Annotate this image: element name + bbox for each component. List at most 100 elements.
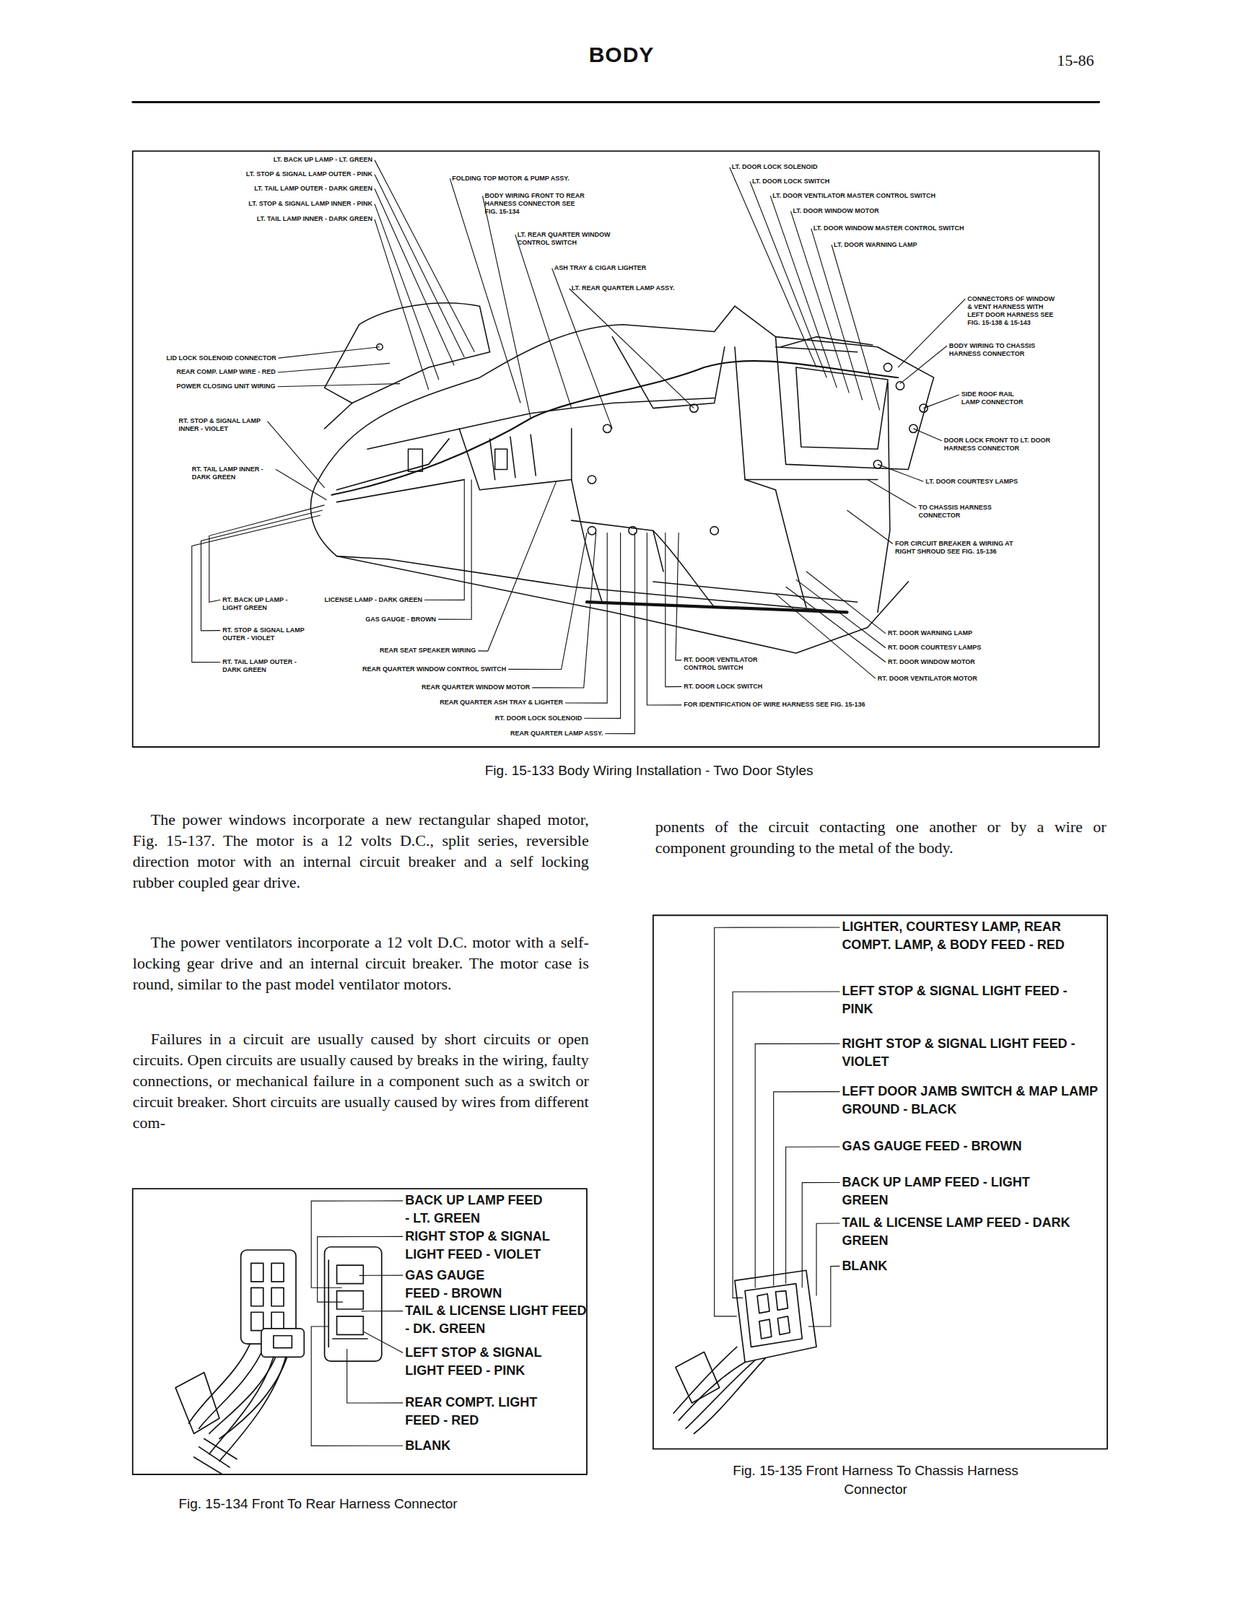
leader-line — [515, 234, 572, 409]
pin-label: GAS GAUGE FEED - BROWN — [404, 1266, 512, 1303]
callout-label: BODY WIRING FRONT TO REAR HARNESS CONNEC… — [485, 192, 587, 216]
leader-line — [775, 594, 875, 679]
callout-label: LT. DOOR WARNING LAMP — [833, 241, 917, 250]
figure-frame — [653, 915, 1108, 1449]
leader-line — [359, 1275, 404, 1277]
page-number: 15-86 — [1056, 51, 1094, 71]
leader-line — [801, 1182, 840, 1288]
pin-label: TAIL & LICENSE LIGHT FEED - DK. GREEN — [404, 1302, 589, 1339]
callout-label: GAS GAUGE - BROWN — [365, 615, 436, 624]
figure-frame — [132, 1188, 587, 1475]
callout-label: RT. DOOR COURTESY LAMPS — [887, 643, 981, 652]
leader-line — [277, 363, 390, 373]
callout-label: SIDE ROOF RAIL LAMP CONNECTOR — [961, 390, 1033, 407]
body-paragraph: The power windows incorporate a new rect… — [132, 809, 590, 893]
figure-caption: Fig. 15-134 Front To Rear Harness Connec… — [178, 1494, 457, 1514]
leader-line — [665, 532, 682, 687]
callout-label: FOR CIRCUIT BREAKER & WIRING AT RIGHT SH… — [895, 539, 1033, 556]
leader-line — [438, 480, 472, 621]
leader-line — [275, 469, 327, 501]
pin-label: REAR COMPT. LIGHT FEED - RED — [404, 1393, 558, 1430]
leader-line — [806, 571, 886, 634]
leader-line — [583, 532, 621, 719]
leader-line — [360, 1310, 403, 1312]
leader-line — [846, 510, 893, 544]
callout-label: LT. DOOR WINDOW MOTOR — [793, 207, 880, 216]
leader-line — [831, 244, 880, 411]
callout-label: RT. DOOR WINDOW MOTOR — [887, 658, 976, 667]
leader-line — [278, 347, 380, 359]
callout-label: REAR SEAT SPEAKER WIRING — [379, 646, 476, 655]
callout-label: FOR IDENTIFICATION OF WIRE HARNESS SEE F… — [683, 700, 865, 709]
callout-label: RT. TAIL LAMP INNER - DARK GREEN — [192, 465, 274, 482]
callout-label: RT. BACK UP LAMP - LIGHT GREEN — [222, 596, 299, 613]
callout-label: FOLDING TOP MOTOR & PUMP ASSY. — [451, 174, 570, 183]
callout-label: LT. DOOR COURTESY LAMPS — [925, 477, 1018, 486]
leader-line — [923, 394, 959, 409]
callout-label: BODY WIRING TO CHASSIS HARNESS CONNECTOR — [949, 342, 1051, 359]
body-paragraph: Failures in a circuit are usually caused… — [132, 1028, 590, 1134]
leader-line — [317, 1236, 404, 1303]
callout-label: RT. DOOR LOCK SOLENOID — [495, 714, 583, 723]
page-heading: BODY — [589, 42, 655, 68]
leader-line — [796, 579, 886, 649]
pin-label: LIGHTER, COURTESY LAMP, REAR COMPT. LAMP… — [841, 918, 1097, 955]
leader-line — [900, 345, 948, 384]
leader-line — [374, 174, 465, 358]
pin-label: BLANK — [404, 1437, 451, 1456]
leader-line — [347, 1349, 404, 1404]
callout-label: LT. BACK UP LAMP - LT. GREEN — [273, 155, 373, 164]
figure-frame — [132, 150, 1100, 748]
leader-line — [646, 532, 682, 706]
callout-label: REAR QUARTER WINDOW CONTROL SWITCH — [362, 665, 507, 674]
leader-line — [311, 1201, 403, 1288]
leader-line — [816, 1223, 840, 1297]
callout-label: ASH TRAY & CIGAR LIGHTER — [554, 264, 647, 273]
leader-line — [374, 204, 439, 380]
pin-label: RIGHT STOP & SIGNAL LIGHT FEED - VIOLET — [841, 1035, 1087, 1072]
pin-label: BACK UP LAMP FEED - LT. GREEN — [404, 1191, 543, 1228]
callout-label: REAR QUARTER WINDOW MOTOR — [421, 683, 530, 692]
pin-label: LEFT STOP & SIGNAL LIGHT FEED - PINK — [841, 982, 1072, 1019]
pin-label: BLANK — [841, 1257, 888, 1276]
callout-label: RT. TAIL LAMP OUTER - DARK GREEN — [222, 658, 302, 675]
leader-line — [482, 195, 532, 418]
leader-line — [811, 228, 863, 401]
pin-label: LEFT DOOR JAMB SWITCH & MAP LAMP GROUND … — [841, 1082, 1106, 1119]
figure-caption: Fig. 15-133 Body Wiring Installation - T… — [485, 761, 814, 781]
callout-label: RT. DOOR LOCK SWITCH — [683, 682, 763, 691]
leader-line — [755, 1043, 840, 1288]
leader-line — [791, 211, 850, 394]
pin-label: TAIL & LICENSE LAMP FEED - DARK GREEN — [841, 1214, 1077, 1251]
leader-line — [508, 532, 587, 670]
figure-caption: Fig. 15-135 Front Harness To Chassis Har… — [712, 1461, 1039, 1500]
callout-label: LID LOCK SOLENOID CONNECTOR — [166, 354, 276, 363]
leader-line — [732, 991, 840, 1298]
connector-drawing — [175, 1247, 817, 1475]
pin-label: BACK UP LAMP FEED - LIGHT GREEN — [841, 1173, 1046, 1210]
body-paragraph: The power ventilators incorporate a 12 v… — [132, 931, 590, 995]
callout-label: LT. STOP & SIGNAL LAMP OUTER - PINK — [246, 170, 373, 179]
leader-line — [786, 586, 886, 662]
pin-label: RIGHT STOP & SIGNAL LIGHT FEED - VIOLET — [404, 1227, 579, 1264]
callout-label: LT. TAIL LAMP OUTER - DARK GREEN — [254, 184, 373, 193]
callout-label: LT. TAIL LAMP INNER - DARK GREEN — [256, 215, 373, 224]
leader-line — [201, 510, 323, 631]
leader-line — [565, 532, 608, 704]
callout-label: RT. STOP & SIGNAL LAMP INNER - VIOLET — [178, 417, 265, 434]
leader-line — [267, 421, 325, 488]
callout-label: DOOR LOCK FRONT TO LT. DOOR HARNESS CONN… — [944, 436, 1062, 453]
leader-line — [808, 1266, 841, 1327]
leader-line — [277, 384, 401, 387]
leader-line — [773, 1092, 841, 1287]
callout-label: RT. STOP & SIGNAL LAMP OUTER - VIOLET — [222, 626, 309, 643]
leader-line — [714, 927, 841, 1317]
callout-label: CONNECTORS OF WINDOW & VENT HARNESS WITH… — [967, 295, 1059, 327]
callout-label: REAR QUARTER ASH TRAY & LIGHTER — [439, 698, 564, 707]
leader-line — [675, 532, 682, 661]
leader-line — [192, 515, 321, 663]
callout-label: LT. DOOR VENTILATOR MASTER CONTROL SWITC… — [772, 192, 936, 200]
leader-line — [311, 1326, 403, 1446]
